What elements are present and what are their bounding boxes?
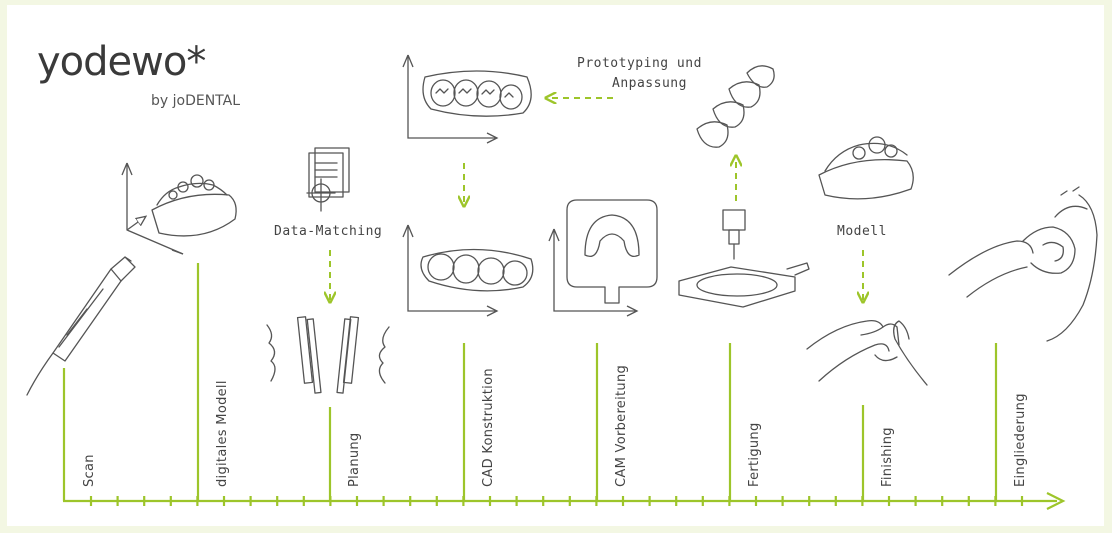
prototyping-label-line2: Anpassung xyxy=(612,76,687,91)
milling-machine-icon xyxy=(679,210,809,307)
step-fertigung: Fertigung xyxy=(730,343,762,501)
planning-faces-icon xyxy=(267,317,389,393)
finishing-hands-icon xyxy=(807,321,927,385)
prototype-crowns-icon xyxy=(697,66,774,147)
step-label: CAD Konstruktion xyxy=(481,368,496,487)
fitting-hands-icon xyxy=(949,187,1097,341)
model-icon xyxy=(819,137,913,199)
timeline xyxy=(63,493,1063,509)
digital-model-icon xyxy=(122,163,236,254)
scanner-icon xyxy=(27,257,135,395)
data-matching-icon xyxy=(307,148,349,211)
step-cam: CAM Vorbereitung xyxy=(597,343,629,501)
diagram-frame: yodewo* by joDENTAL Scan digitales Model… xyxy=(7,5,1104,526)
brand-subtitle: by joDENTAL xyxy=(151,93,240,109)
step-label: Planung xyxy=(347,433,362,488)
step-label: Fertigung xyxy=(747,422,762,487)
bridge-model-icon xyxy=(403,225,533,316)
step-planung: Planung xyxy=(330,407,362,501)
step-label: Scan xyxy=(82,454,97,487)
step-label: CAM Vorbereitung xyxy=(614,365,629,487)
data-matching-label: Data-Matching xyxy=(274,224,382,239)
workflow-diagram: yodewo* by joDENTAL Scan digitales Model… xyxy=(7,5,1104,526)
prototyping-label-line1: Prototyping und xyxy=(577,56,702,71)
step-digitales-modell: digitales Modell xyxy=(198,263,230,501)
step-finishing: Finishing xyxy=(863,405,895,501)
step-cad: CAD Konstruktion xyxy=(464,343,496,501)
step-label: digitales Modell xyxy=(215,380,230,487)
cam-blank-icon xyxy=(549,200,657,316)
crown-model-icon xyxy=(403,55,531,143)
step-label: Eingliederung xyxy=(1013,393,1028,487)
step-scan: Scan xyxy=(64,368,97,501)
brand-logo: yodewo* xyxy=(37,39,205,85)
step-eingliederung: Eingliederung xyxy=(996,343,1028,501)
modell-label: Modell xyxy=(837,224,887,239)
step-label: Finishing xyxy=(880,427,895,487)
